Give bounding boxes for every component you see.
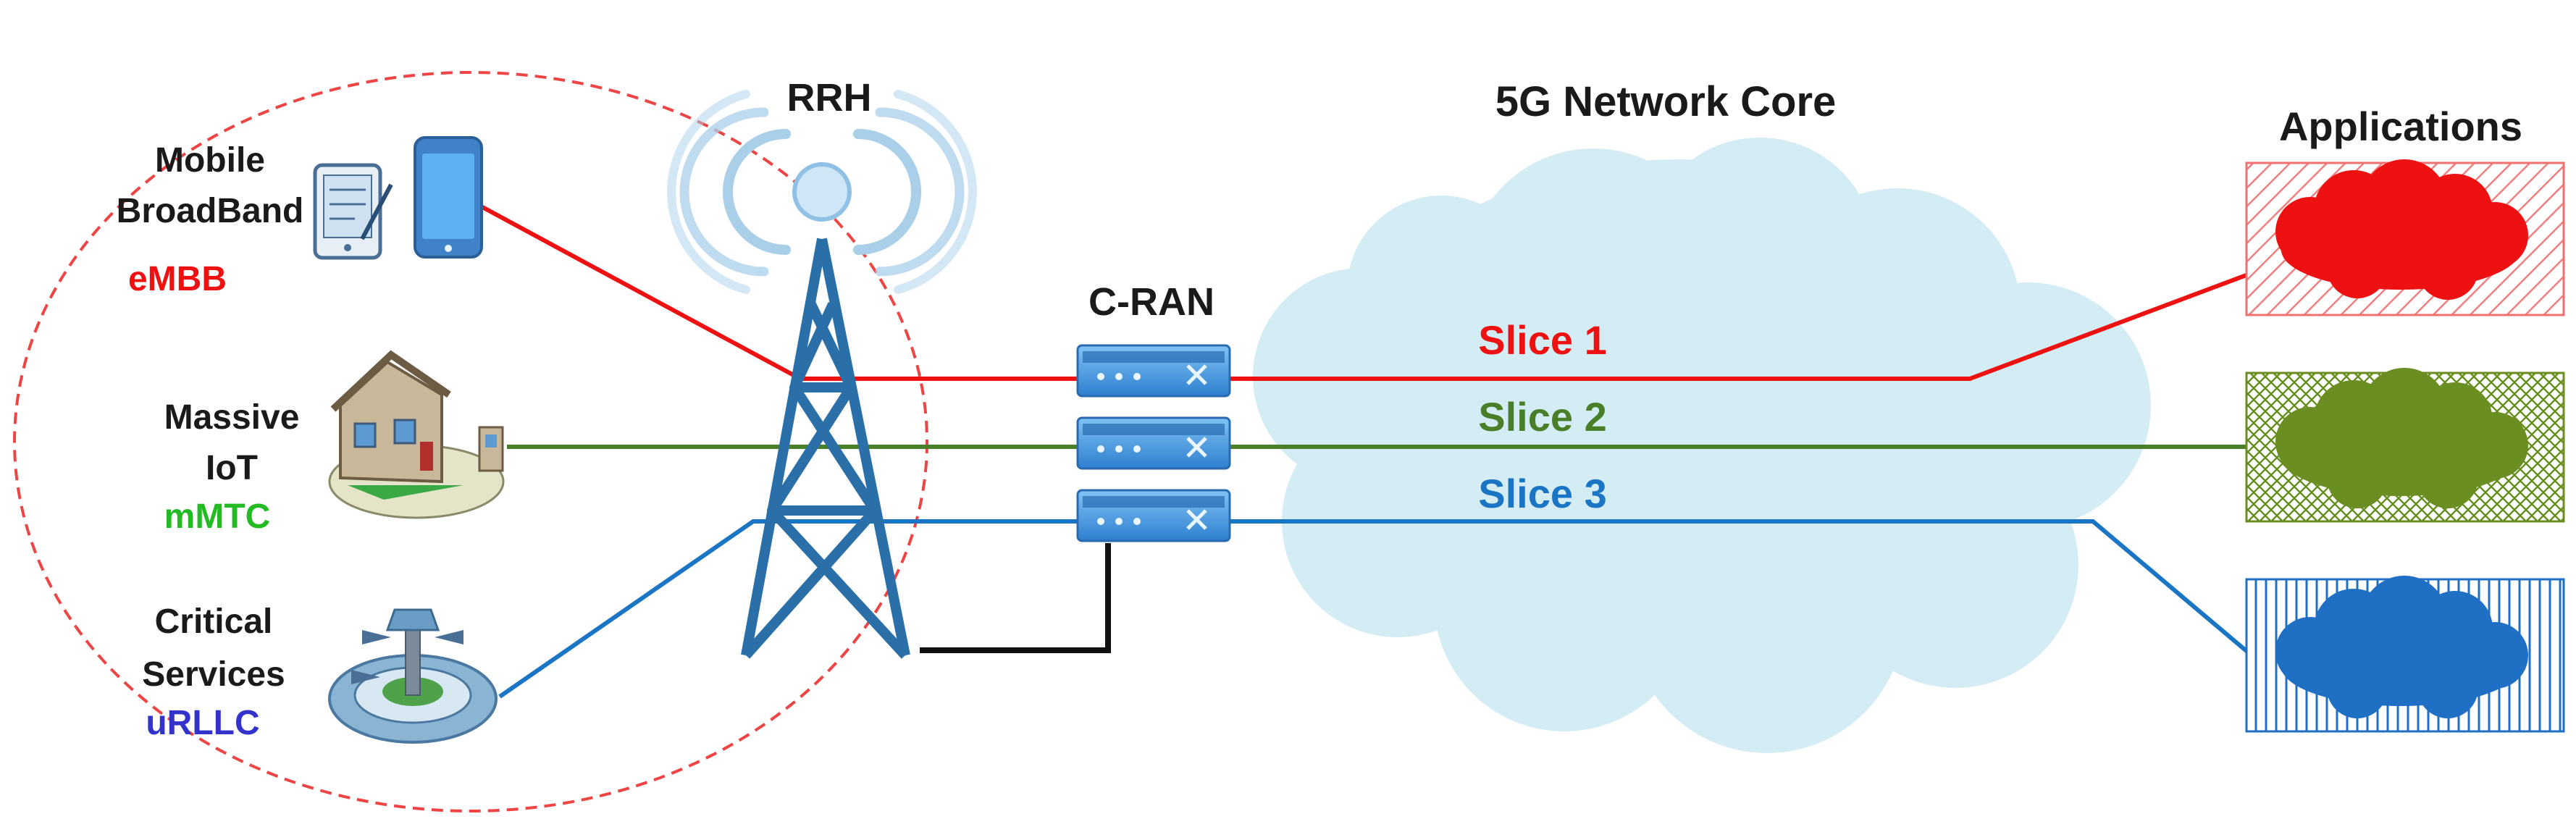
backhaul-link [920,543,1111,653]
slice-1-label: Slice 1 [1478,317,1607,363]
urllc-title-line1: Critical [154,602,273,641]
tablet-icon [313,163,393,260]
cran-label: C-RAN [1088,280,1214,324]
urllc-tag: uRLLC [146,704,260,742]
app-cloud-red-icon [2275,159,2528,300]
airport-tower-icon [328,608,498,744]
app-cloud-blue-icon [2275,576,2528,718]
mmtc-tag: mMTC [164,497,271,536]
core-label: 5G Network Core [1495,78,1837,125]
cell-tower-icon [667,90,977,659]
embb-title-line1: Mobile [155,141,265,180]
applications-label: Applications [2278,104,2523,149]
mmtc-title-line1: Massive [164,398,300,437]
app-box-slice-1 [2245,159,2565,316]
smartphone-icon [414,136,483,259]
slice-3-line [498,519,2257,699]
app-box-slice-3 [2245,576,2565,733]
embb-title-line2: BroadBand [116,192,304,230]
core-cloud-icon [1253,138,2151,753]
urllc-title-line2: Services [142,655,285,694]
app-cloud-green-icon [2275,368,2528,508]
app-box-slice-2 [2245,368,2565,523]
device-group-ellipse [13,71,928,812]
smart-home-icon [328,350,505,519]
server-rack-icon [1076,344,1231,542]
embb-tag: eMBB [127,260,227,298]
rrh-label: RRH [786,76,872,119]
slice-2-label: Slice 2 [1478,394,1607,440]
mmtc-title-line2: IoT [206,449,258,487]
slice-3-label: Slice 3 [1478,471,1607,516]
slice-1-line [473,201,2257,381]
